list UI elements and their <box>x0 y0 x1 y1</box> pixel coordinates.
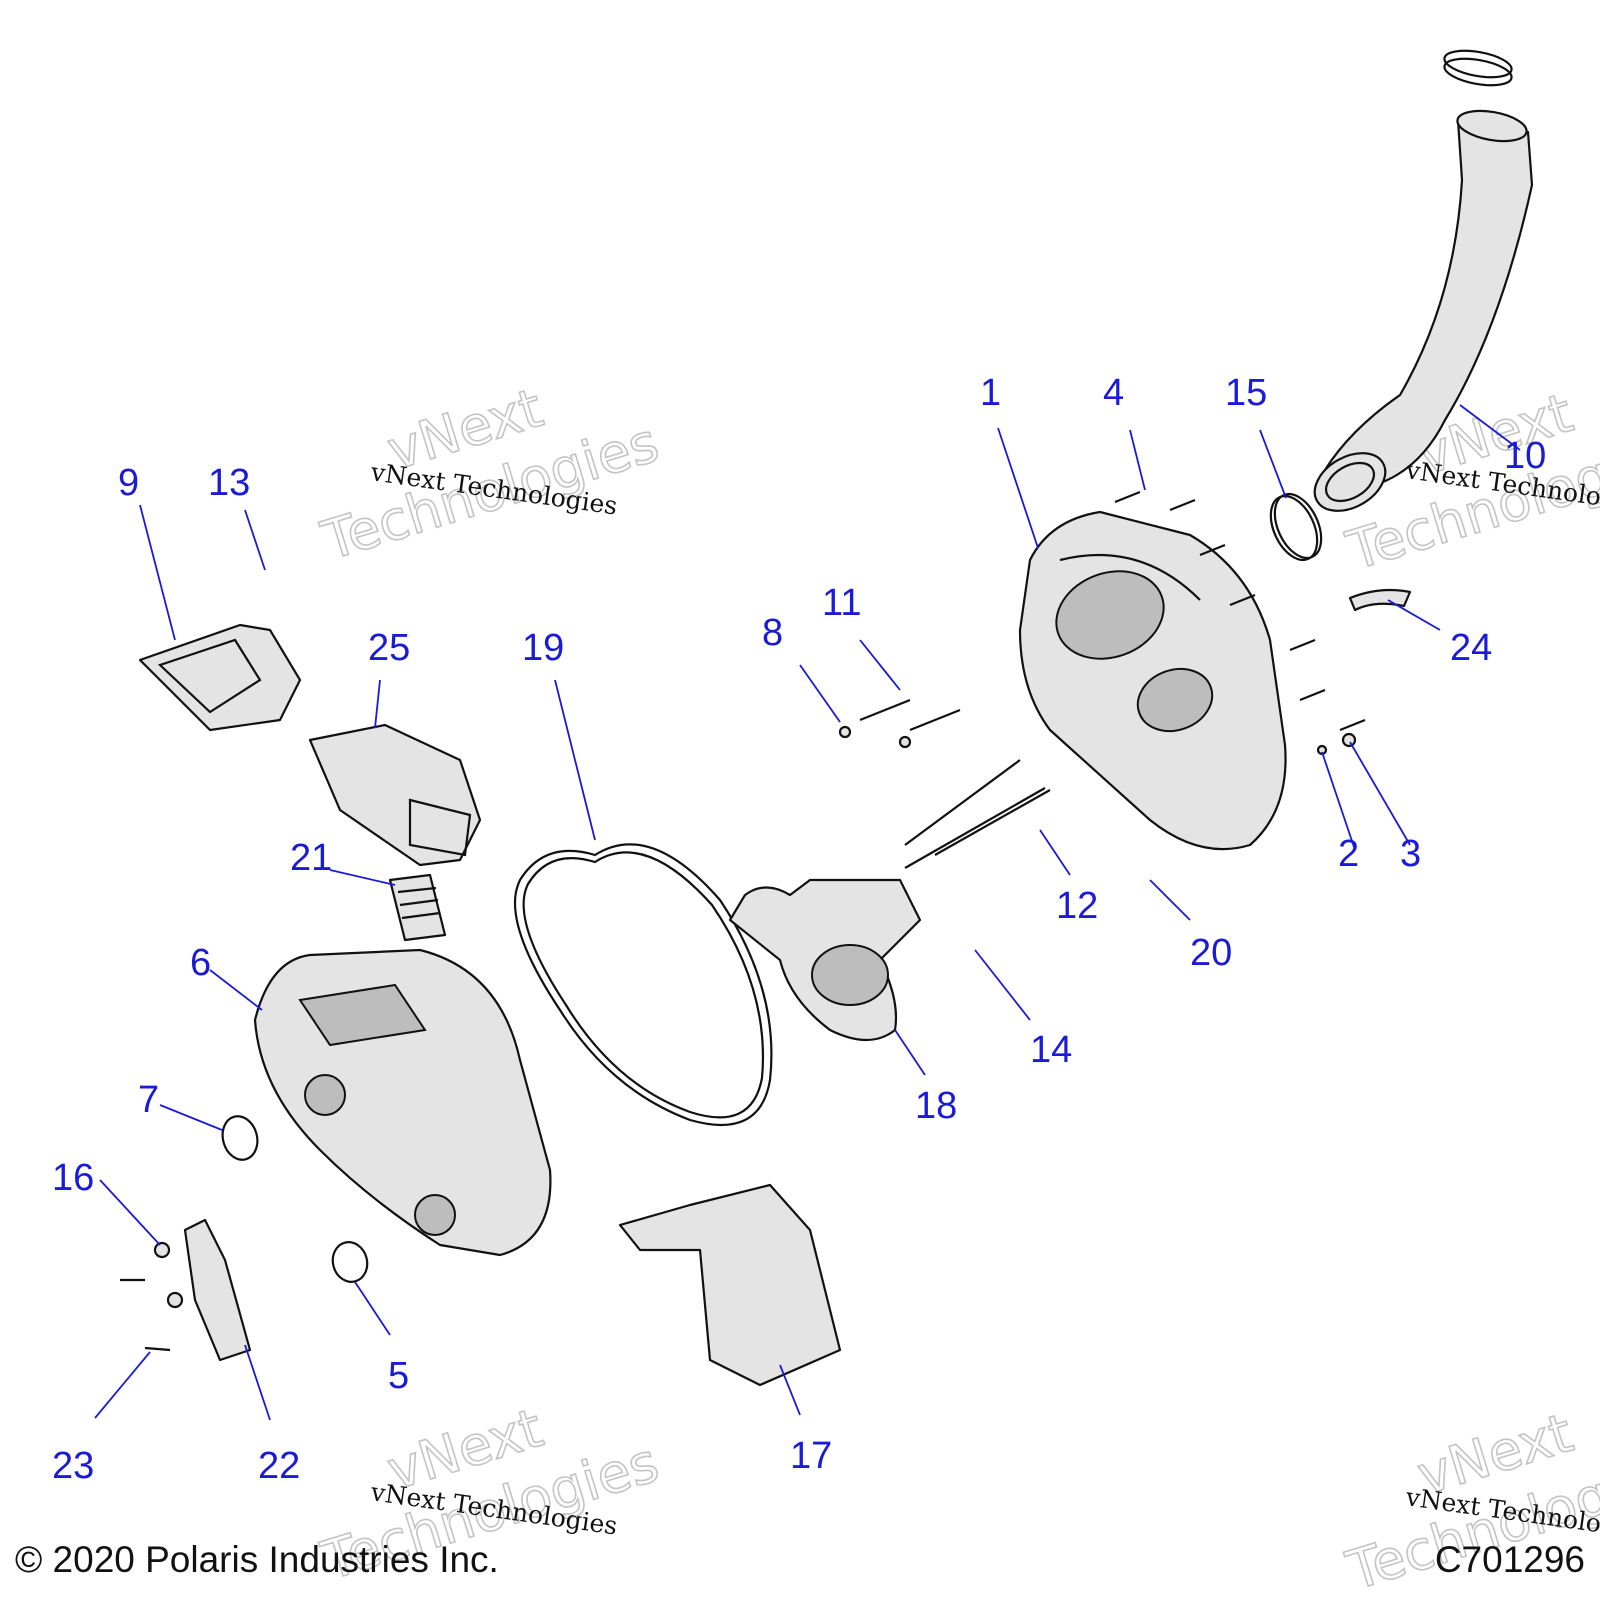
watermark-top-left: Technologies vNext vNext Technologies <box>314 375 667 573</box>
callout-7: 7 <box>138 1079 159 1121</box>
callout-16: 16 <box>52 1157 94 1199</box>
callout-10: 10 <box>1504 435 1546 477</box>
callout-9: 9 <box>118 462 139 504</box>
drawing-code: C701296 <box>1435 1539 1585 1580</box>
part-mount-bracket <box>183 1218 252 1362</box>
callout-24: 24 <box>1450 627 1492 669</box>
part-o-ring-7 <box>221 1115 259 1161</box>
callout-22: 22 <box>258 1445 300 1487</box>
part-drive-belt <box>513 843 773 1127</box>
callout-21: 21 <box>290 837 332 879</box>
leader-lines <box>94 404 1521 1421</box>
callout-19: 19 <box>522 627 564 669</box>
callout-11: 11 <box>822 582 861 624</box>
callout-4: 4 <box>1103 372 1124 414</box>
copyright-text: © 2020 Polaris Industries Inc. <box>15 1539 499 1580</box>
callout-23: 23 <box>52 1445 94 1487</box>
callout-1: 1 <box>980 372 1001 414</box>
callout-25: 25 <box>368 627 410 669</box>
part-seal <box>1348 588 1412 612</box>
fasteners-bracket <box>120 1241 184 1352</box>
callout-6: 6 <box>190 942 211 984</box>
callout-5: 5 <box>388 1355 409 1397</box>
part-bracket-frame <box>138 623 302 732</box>
callout-14: 14 <box>1030 1029 1072 1071</box>
part-intake-duct <box>1313 49 1534 512</box>
part-outer-clutch-cover <box>1018 510 1287 851</box>
part-bolt-11 <box>838 698 961 749</box>
part-screen <box>388 873 447 942</box>
callout-18: 18 <box>915 1085 957 1127</box>
callout-17: 17 <box>790 1435 832 1477</box>
part-hose-clamp <box>1269 492 1323 562</box>
part-o-ring-5 <box>331 1241 369 1283</box>
part-lower-guard <box>618 1183 842 1387</box>
callout-3: 3 <box>1400 833 1421 875</box>
part-inner-clutch-cover <box>253 948 552 1257</box>
part-duct-housing <box>308 723 482 867</box>
callout-8: 8 <box>762 612 783 654</box>
callout-15: 15 <box>1225 372 1267 414</box>
callouts: 1 2 3 4 5 6 7 8 9 10 11 12 13 14 15 16 1… <box>52 372 1546 1487</box>
callout-13: 13 <box>208 462 250 504</box>
callout-12: 12 <box>1056 885 1098 927</box>
fasteners-cover <box>1114 490 1366 756</box>
callout-20: 20 <box>1190 932 1232 974</box>
callout-2: 2 <box>1338 833 1359 875</box>
part-bolts-12 <box>904 759 1051 869</box>
